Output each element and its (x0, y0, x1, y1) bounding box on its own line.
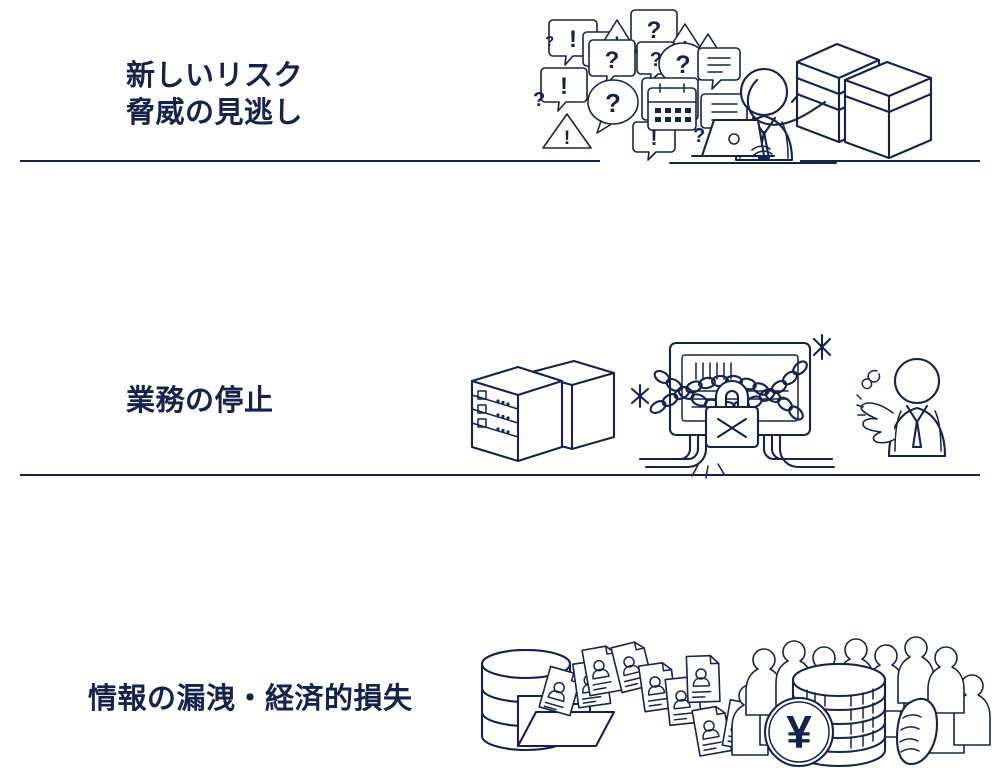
svg-text:?: ? (605, 47, 620, 74)
divider-row1-right (800, 160, 980, 162)
server-cabinet-front (470, 365, 564, 463)
row-label-data-leak: 情報の漏洩・経済的損失 (88, 683, 413, 715)
worried-businessperson-illustration (855, 351, 965, 458)
padlock-icon (704, 379, 760, 449)
divider-row1-left (20, 160, 600, 162)
open-hand (856, 394, 896, 444)
row-label-new-risk: 新しいリスク 脅威の見逃し (126, 60, 304, 130)
speech-bubble-question-2: ? (588, 39, 636, 86)
calendar-icon (647, 83, 697, 131)
svg-text:?: ? (675, 51, 690, 79)
svg-text:!: ! (651, 127, 658, 150)
svg-text:?: ? (647, 17, 662, 44)
server-cable (746, 78, 827, 126)
risk-row-new-risk: 新しいリスク 脅威の見逃し ! ! ! ? (0, 0, 1000, 165)
stray-question-mark-left: ? (533, 89, 545, 111)
speech-bubble-lines-1 (697, 47, 741, 90)
yen-coin: ¥ (763, 696, 835, 768)
leaning-coin (895, 697, 939, 766)
svg-text:!: ! (560, 73, 568, 100)
chained-locked-monitor-illustration (630, 333, 850, 479)
hand-on-laptop (751, 145, 773, 156)
person-figure (887, 357, 947, 458)
sweat-drop-mark (861, 369, 881, 390)
risk-row-data-leak: 情報の漏洩・経済的損失 (0, 314, 1000, 768)
speech-bubble-exclamation-3: ! (540, 67, 588, 112)
svg-text:!: ! (564, 128, 570, 149)
server-racks-illustration (746, 18, 955, 160)
yen-symbol: ¥ (786, 706, 812, 758)
svg-text:?: ? (605, 88, 621, 118)
chain-wrap (649, 360, 808, 421)
spark-marks (630, 333, 832, 409)
svg-text:!: ! (569, 26, 577, 53)
server-front (843, 60, 933, 160)
warning-triangle-4: ! (542, 113, 592, 149)
server-cabinets-illustration (462, 351, 622, 463)
person-at-laptop-illustration (640, 60, 848, 165)
row-label-business-stop: 業務の停止 (126, 385, 274, 417)
speech-bubble-question-round-2: ? (587, 79, 639, 134)
yen-coin-stack-with-crowd-illustration: ¥ (731, 636, 991, 768)
risk-row-business-stop: 業務の停止 (0, 161, 1000, 479)
divider-row2 (20, 474, 980, 476)
doc-5 (685, 654, 721, 704)
stray-question-mark-top: ? (545, 33, 554, 50)
stray-question-mark-right: ? (693, 125, 705, 147)
